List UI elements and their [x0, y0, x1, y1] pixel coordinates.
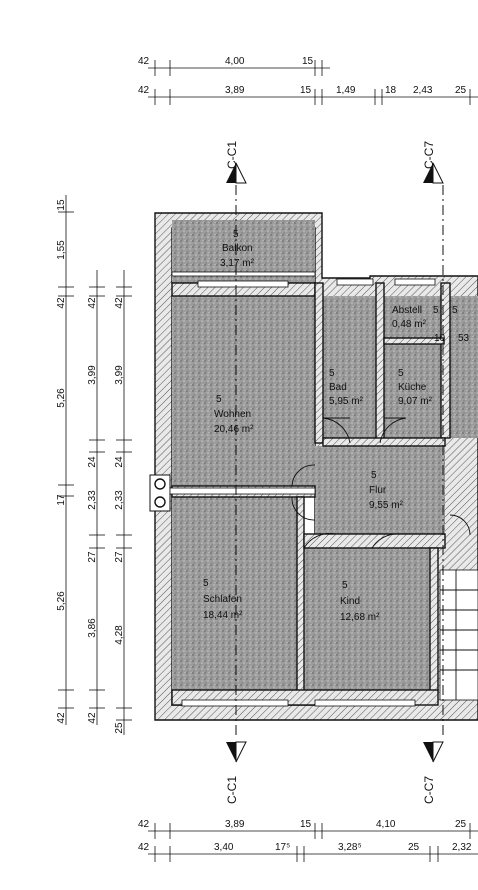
- dim-label: 42: [87, 712, 98, 724]
- room-name: Schlafen: [203, 594, 242, 605]
- section-label: C-C1: [225, 141, 239, 169]
- stairs: [439, 569, 478, 701]
- dim-label: 42: [138, 56, 150, 67]
- left-dimension-chain-3: 42 3,99 24 2,33 27 4,28 25: [114, 270, 132, 735]
- room-number-partial: 10: [434, 333, 446, 344]
- dim-label: 25: [114, 722, 125, 734]
- section-label: C-C7: [422, 141, 436, 169]
- bottom-dimension-chain-2: 42 3,40 17⁵ 3,28⁵ 25 2,32: [138, 842, 478, 862]
- dim-label: 3,86: [87, 618, 98, 638]
- room-area: 20,46 m²: [214, 424, 254, 435]
- dim-label: 17: [56, 494, 67, 506]
- room-area: 3,17 m²: [220, 258, 255, 269]
- left-dimension-chain-2: 42 3,99 24 2,33 27 3,86 42: [87, 270, 105, 725]
- room-name: Bad: [329, 382, 347, 393]
- room-bad: [323, 296, 376, 438]
- room-area: 18,44 m²: [203, 610, 243, 621]
- room-number: 5: [233, 229, 239, 240]
- room-name: Balkon: [222, 243, 253, 254]
- dim-label: 15: [56, 199, 67, 211]
- dim-label: 4,28: [114, 625, 125, 645]
- dim-label: 3,89: [225, 85, 245, 96]
- section-marker-left-bottom: C-C1: [225, 741, 247, 804]
- dim-label: 24: [114, 456, 125, 468]
- dim-label: 15: [300, 85, 312, 96]
- room-name: Abstell: [392, 305, 422, 316]
- room-abstell: [384, 296, 441, 338]
- room-number: 5: [203, 578, 209, 589]
- dim-label: 42: [56, 297, 67, 309]
- door-swings: [291, 417, 471, 549]
- dim-label: 3,99: [87, 365, 98, 385]
- room-name: Küche: [398, 382, 427, 393]
- dim-label: 5,26: [56, 591, 67, 611]
- dim-label: 27: [87, 551, 98, 563]
- dim-label: 42: [138, 85, 150, 96]
- section-marker-right-top: C-C7: [422, 141, 444, 184]
- room-area: 5,95 m²: [329, 396, 364, 407]
- dim-label: 15: [302, 56, 314, 67]
- dim-label: 2,33: [114, 490, 125, 510]
- section-marker-right-bottom: C-C7: [422, 741, 444, 804]
- section-axes: [235, 185, 444, 735]
- dim-label: 1,55: [56, 240, 67, 260]
- room-schlafen: [172, 497, 297, 690]
- dim-label: 25: [455, 819, 467, 830]
- dim-label: 2,43: [413, 85, 433, 96]
- room-number: 5: [216, 394, 222, 405]
- dim-label: 3,28⁵: [338, 842, 362, 853]
- bottom-dimension-chain-1: 42 3,89 15 4,10 25: [138, 819, 478, 839]
- dim-label: 27: [114, 551, 125, 563]
- dim-label: 42: [114, 297, 125, 309]
- dim-label: 1,49: [336, 85, 356, 96]
- room-flur: [315, 446, 445, 534]
- section-marker-left-top: C-C1: [225, 141, 247, 184]
- room-number: 5: [329, 368, 335, 379]
- room-area: 0,48 m²: [392, 319, 427, 330]
- room-labels: 5 Balkon 3,17 m² 5 Wohnen 20,46 m² 5 Bad…: [203, 229, 470, 623]
- dim-label: 17⁵: [275, 842, 290, 853]
- dim-label: 4,10: [376, 819, 396, 830]
- room-number: 5: [433, 305, 439, 316]
- dim-label: 42: [87, 297, 98, 309]
- dim-label: 3,99: [114, 365, 125, 385]
- room-area: 12,68 m²: [340, 612, 380, 623]
- dim-label: 42: [138, 819, 150, 830]
- dim-label: 42: [56, 712, 67, 724]
- dim-label: 15: [300, 819, 312, 830]
- dim-label: 42: [138, 842, 150, 853]
- room-kind: [304, 548, 430, 691]
- room-name: Wohnen: [214, 409, 251, 420]
- dim-label: 3,89: [225, 819, 245, 830]
- dim-label: 4,00: [225, 56, 245, 67]
- room-right-partial: [450, 296, 478, 438]
- room-number: 5: [398, 368, 404, 379]
- dim-label: 3,40: [214, 842, 234, 853]
- room-wohnen: [172, 296, 315, 486]
- room-area: 9,07 m²: [398, 396, 433, 407]
- room-number-partial: 53: [458, 333, 470, 344]
- dim-label: 25: [408, 842, 420, 853]
- windows: [171, 271, 436, 707]
- dim-label: 2,32: [452, 842, 472, 853]
- room-number: 5: [371, 470, 377, 481]
- dim-label: 2,33: [87, 490, 98, 510]
- room-name: Flur: [369, 485, 387, 496]
- top-dimension-chain-2: 42 3,89 15 1,49 18 2,43 25: [138, 85, 478, 105]
- room-area: 9,55 m²: [369, 500, 404, 511]
- left-dimension-chain-1: 15 1,55 42 5,26 17 5,26 42: [56, 195, 74, 725]
- room-number-partial: 5: [452, 305, 458, 316]
- room-number: 5: [342, 580, 348, 591]
- top-dimension-chain-1: 42 4,00 15: [138, 56, 330, 76]
- room-fills: [172, 220, 478, 691]
- room-name: Kind: [340, 596, 360, 607]
- dim-label: 24: [87, 456, 98, 468]
- dim-label: 5,26: [56, 388, 67, 408]
- wall-outlet-icon: [149, 474, 316, 512]
- dim-label: 18: [385, 85, 397, 96]
- section-label: C-C7: [422, 776, 436, 804]
- section-label: C-C1: [225, 776, 239, 804]
- dim-label: 25: [455, 85, 467, 96]
